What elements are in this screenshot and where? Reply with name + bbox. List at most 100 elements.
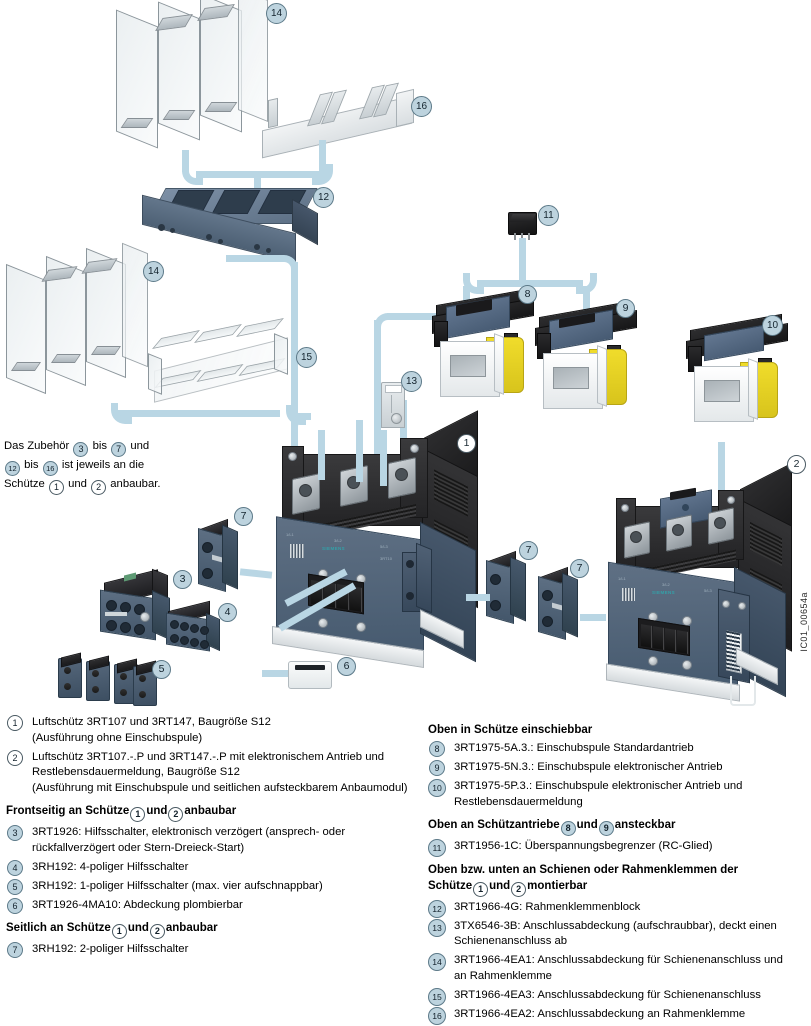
legend-item-subtext: rückfallverzögert oder Stern-Dreieck-Sta… [32, 841, 245, 854]
legend: 1 Luftschütz 3RT107 und 3RT147, Baugröße … [0, 715, 811, 1025]
legend-num-5: 5 [7, 878, 23, 895]
note-line1-a: Das Zubehör [4, 440, 70, 452]
note-ref-16: 16 [42, 461, 58, 476]
connector-pipe [374, 320, 381, 460]
callout-2: 2 [787, 455, 806, 474]
legend-item-text: Luftschütz 3RT107 und 3RT147, Baugröße S… [32, 716, 271, 728]
callout-14: 14 [143, 261, 164, 282]
legend-item-text: 3RT1966-4EA1: Anschlussabdeckung für Sch… [454, 954, 783, 966]
inline-ref-1: 1 [473, 881, 489, 897]
connector-pipe [196, 171, 326, 178]
legend-item-subtext: (Ausführung ohne Einschubspule) [32, 731, 203, 744]
legend-num-16: 16 [428, 1006, 446, 1025]
note-line3-a: Schütze [4, 478, 45, 490]
inline-ref-2: 2 [511, 881, 527, 897]
legend-num-2: 2 [7, 749, 23, 766]
callout-7: 7 [570, 559, 589, 578]
connector-pipe [718, 442, 725, 490]
connector-pipe [580, 614, 606, 621]
aux-switch-4 [164, 600, 222, 654]
legend-item-subtext: Restlebensdauermeldung [454, 795, 583, 808]
callout-9: 9 [616, 299, 635, 318]
legend-num-3: 3 [7, 825, 23, 841]
aux-switch-5-pole-a [58, 652, 82, 698]
legend-item-text: 3RT1975-5N.3.: Einschubspule elektronisc… [454, 761, 723, 773]
legend-item-9: 9 3RT1975-5N.3.: Einschubspule elektronis… [428, 760, 808, 776]
aux-switch-5-pole-b [86, 655, 110, 701]
note-ref-1: 1 [48, 480, 64, 495]
legend-column-right: Oben in Schütze einschiebbar 8 3RT1975-5A.… [428, 715, 808, 1026]
legend-item-text: 3RT1966-4EA3: Anschlussabdeckung für Sch… [454, 988, 761, 1001]
legend-item-subtext: (Ausführung mit Einschubspule und seitli… [32, 781, 408, 794]
note-ref-12: 12 [5, 461, 20, 476]
contactor-1-main: SIEMENS 1/L1 3/L2 5/L3 3RT10 2/T1 4/T2 6… [272, 410, 478, 672]
legend-item-text: 3RT1956-1C: Überspannungsbegrenzer (RC-G… [454, 840, 713, 852]
legend-num-7: 7 [7, 942, 23, 958]
legend-item-subtext: an Rahmenklemme [454, 969, 552, 982]
terminal-cover-15 [148, 318, 296, 412]
legend-item-text: 3RT1926-4MA10: Abdeckung plombierbar [32, 898, 243, 911]
legend-num-9: 9 [429, 760, 445, 776]
connector-elbow [278, 255, 298, 275]
connector-pipe [387, 313, 457, 320]
connector-pipe [239, 568, 273, 579]
legend-num-1: 1 [7, 715, 23, 731]
legend-item-7: 7 3RH192: 2-poliger Hilfsschalter [6, 942, 426, 958]
legend-heading: Oben in Schütze einschiebbar [428, 724, 593, 736]
note-line2-a: bis [24, 459, 39, 471]
connector-pipe [291, 420, 298, 460]
connector-elbow [312, 164, 333, 185]
connector-pipe [118, 410, 280, 417]
connector-pipe [318, 430, 325, 480]
note-line3-b: und [68, 478, 87, 490]
callout-13: 13 [401, 371, 422, 392]
connector-pipe [477, 280, 583, 287]
connector-pipe [226, 255, 280, 262]
callout-14: 14 [266, 3, 287, 24]
callout-16: 16 [411, 96, 432, 117]
inline-ref-1: 1 [130, 807, 146, 822]
callout-3: 3 [173, 570, 192, 589]
legend-item-16: 16 3RT1966-4EA2: Anschlussabdeckung an Ra… [428, 1006, 808, 1025]
note-ref-2: 2 [91, 480, 107, 495]
siemens-logo-2: SIEMENS [652, 590, 676, 595]
figure-id-code: IC01_00654a [799, 592, 809, 652]
legend-item-text: 3RT1975-5A.3.: Einschubspule Standardant… [454, 742, 694, 754]
connector-pipe [466, 594, 490, 601]
note-line3-c: anbaubar. [110, 478, 161, 490]
legend-num-8: 8 [429, 741, 445, 757]
callout-12: 12 [313, 187, 334, 208]
terminal-cover-14-top [112, 0, 272, 150]
timing-relay-3 [98, 568, 174, 642]
legend-item-text: 3TX6546-3B: Anschlussabdeckung (aufschra… [454, 919, 777, 932]
legend-item-1: 1 Luftschütz 3RT107 und 3RT147, Baugröße … [6, 715, 426, 746]
legend-item-14: 14 3RT1966-4EA1: Anschlussabdeckung für S… [428, 953, 808, 984]
connector-pipe [254, 171, 261, 193]
legend-num-14: 14 [428, 953, 446, 971]
surge-suppressor-11 [508, 212, 537, 240]
legend-item-text: 3RT1966-4EA2: Anschlussabdeckung an Rahm… [454, 1007, 746, 1020]
connector-elbow [463, 273, 484, 294]
callout-6: 6 [337, 657, 356, 676]
legend-num-10: 10 [428, 779, 446, 797]
callout-8: 8 [518, 285, 537, 304]
legend-item-8: 8 3RT1975-5A.3.: Einschubspule Standardan… [428, 741, 808, 757]
legend-num-15: 15 [428, 987, 446, 1006]
connector-elbow [111, 403, 132, 424]
legend-item-text: 3RH192: 2-poliger Hilfsschalter [32, 943, 189, 955]
plug-in-coil-10 [686, 313, 794, 436]
connector-pipe [519, 238, 526, 280]
siemens-logo: SIEMENS [322, 546, 346, 551]
connector-pipe [182, 150, 189, 172]
connector-pipe [291, 262, 298, 458]
note-ref-7: 7 [111, 442, 127, 457]
note-line1-c: und [130, 440, 150, 452]
inline-ref-2: 2 [149, 924, 165, 939]
